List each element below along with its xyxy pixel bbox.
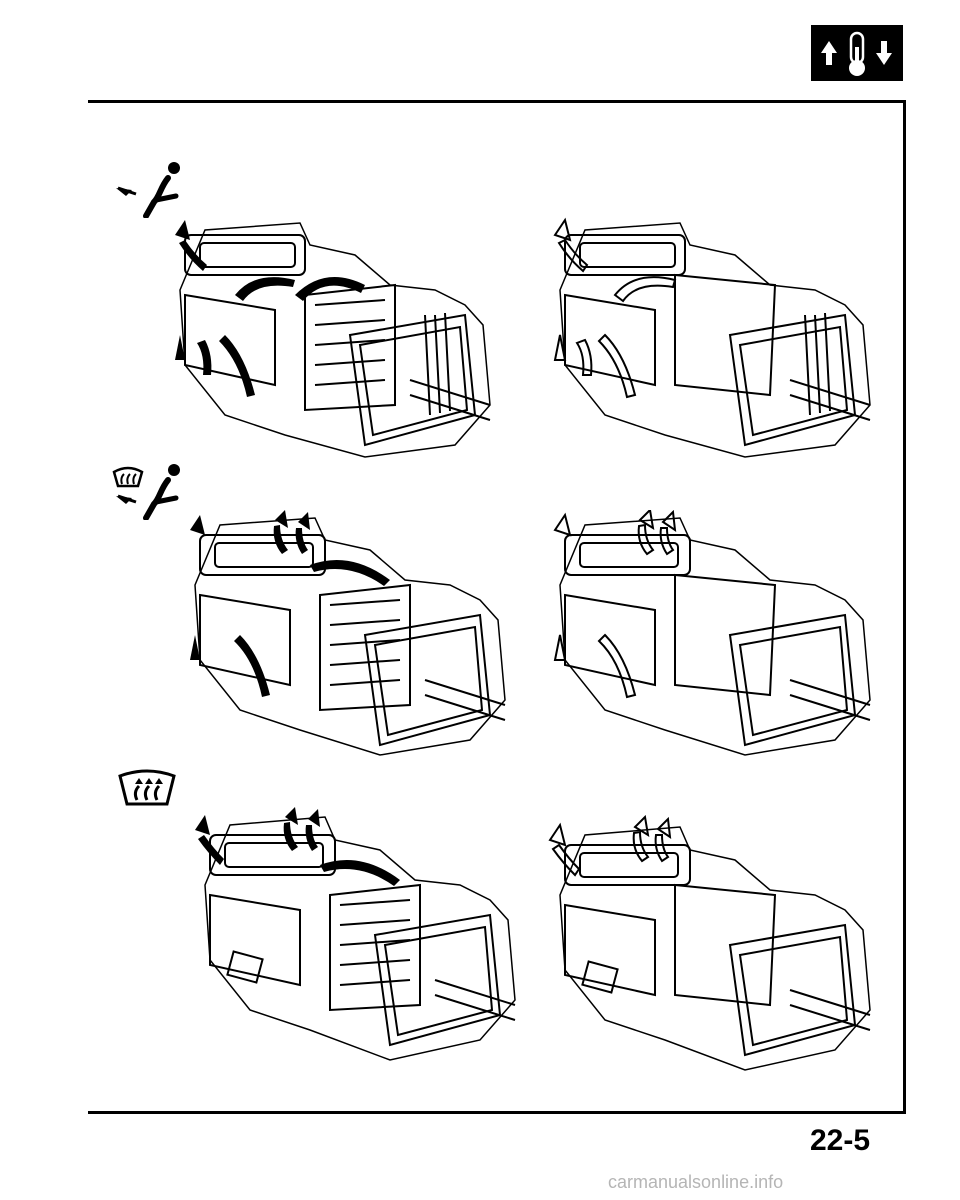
frame-bottom-rule: [88, 1111, 906, 1114]
heater-unit-panel-outline: [548, 815, 871, 1071]
frame-right-rule: [903, 100, 906, 1114]
heater-unit-panel-dark: [175, 220, 491, 458]
vent-to-feet-icon: [116, 162, 180, 218]
heater-unit-panel-dark: [195, 807, 516, 1061]
heater-temperature-icon: [811, 25, 903, 81]
heater-unit-panel-outline: [553, 217, 871, 458]
watermark: carmanualsonline.info: [608, 1172, 784, 1192]
defrost-and-floor-icon: [112, 464, 180, 520]
frame-top-rule: [88, 100, 906, 103]
defrost-icon: [118, 769, 176, 806]
heater-unit-panel-outline: [553, 510, 871, 756]
heater-unit-panel-dark: [190, 510, 506, 756]
page-number: 22-5: [810, 1124, 871, 1157]
